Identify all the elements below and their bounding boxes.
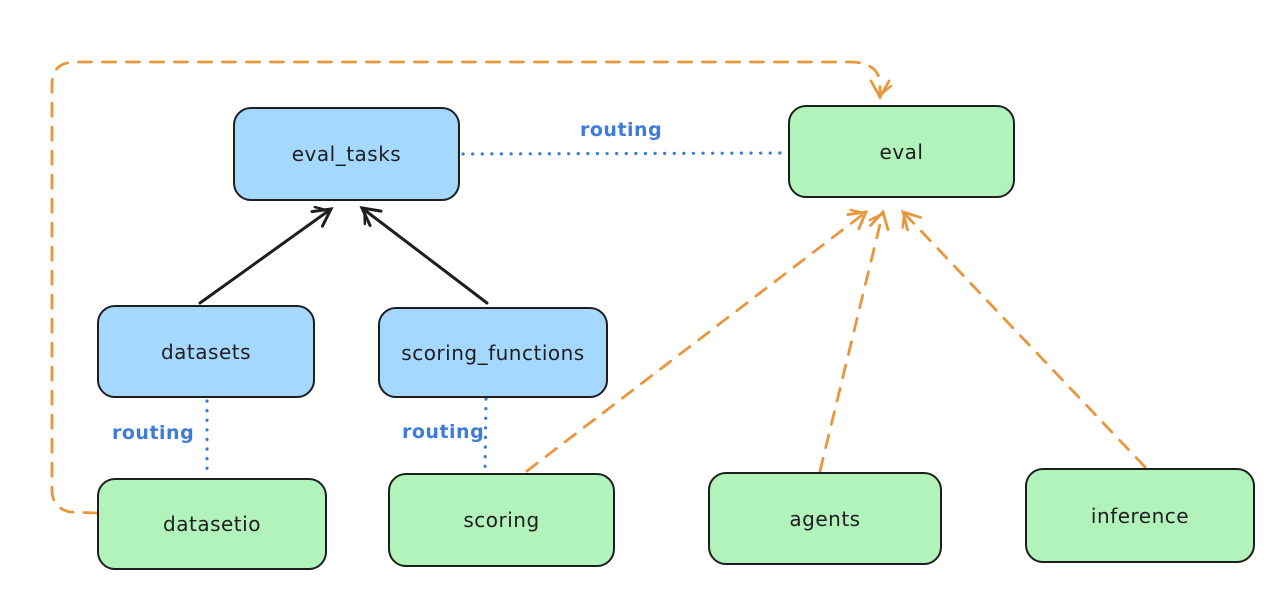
node-eval: eval <box>788 105 1015 198</box>
node-scoring: scoring <box>388 473 615 567</box>
edge-eval-tasks-to-eval-routing <box>461 151 790 156</box>
edge-label-routing-scoring: routing <box>402 421 485 443</box>
edge-scoring-functions-to-scoring-routing <box>483 397 488 473</box>
node-eval-label: eval <box>879 139 924 164</box>
edge-scoring-to-eval <box>525 208 869 473</box>
node-datasets: datasets <box>97 305 315 398</box>
node-scoring-label: scoring <box>463 508 540 532</box>
edge-datasetio-to-eval <box>50 60 893 515</box>
node-agents-label: agents <box>789 506 861 531</box>
edge-label-routing-top: routing <box>580 119 663 141</box>
edge-datasets-to-eval-tasks <box>198 205 334 305</box>
node-eval-tasks-label: eval_tasks <box>291 142 402 166</box>
edge-agents-to-eval <box>818 209 890 473</box>
node-inference: inference <box>1025 468 1255 563</box>
edge-inference-to-eval <box>901 209 1147 469</box>
node-scoring-functions-label: scoring_functions <box>401 340 585 365</box>
node-datasets-label: datasets <box>160 339 252 364</box>
node-scoring-functions: scoring_functions <box>378 307 608 398</box>
node-datasetio: datasetio <box>97 478 327 570</box>
edge-label-routing-datasetio: routing <box>112 422 195 444</box>
edge-scoring-functions-to-eval-tasks <box>359 206 489 305</box>
node-datasetio-label: datasetio <box>163 512 261 536</box>
node-inference-label: inference <box>1090 503 1190 528</box>
node-eval-tasks: eval_tasks <box>233 107 460 201</box>
node-agents: agents <box>708 472 942 565</box>
